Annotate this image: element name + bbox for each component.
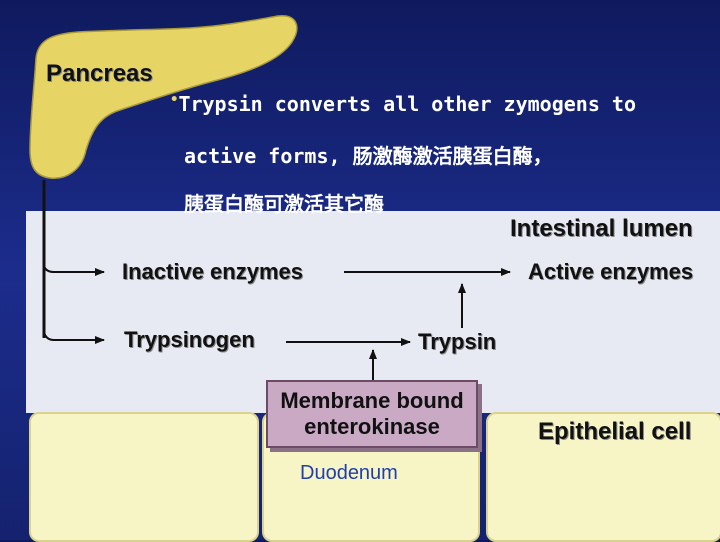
enterokinase-box: Membrane bound enterokinase [266, 380, 478, 448]
pancreas-label: Pancreas [46, 60, 153, 88]
duct-arrow-inactive [44, 266, 104, 272]
enterokinase-line-1: Membrane bound [280, 388, 463, 414]
duodenum-label: Duodenum [300, 462, 398, 485]
bullet-line-1: Trypsin converts all other zymogens to [178, 92, 636, 116]
intestinal-lumen-label: Intestinal lumen [510, 215, 693, 243]
duct-arrow-trypsinogen [44, 332, 104, 340]
bullet-line-2: active forms, 肠激酶激活胰蛋白酶， [184, 140, 553, 169]
inactive-enzymes-label: Inactive enzymes [122, 259, 303, 285]
epithelial-cell-label: Epithelial cell [538, 418, 691, 446]
trypsin-label: Trypsin [418, 329, 496, 355]
bullet-line-3: 胰蛋白酶可激活其它酶 [184, 188, 384, 217]
enterokinase-line-2: enterokinase [304, 414, 440, 440]
trypsinogen-label: Trypsinogen [124, 327, 255, 353]
active-enzymes-label: Active enzymes [528, 259, 693, 285]
